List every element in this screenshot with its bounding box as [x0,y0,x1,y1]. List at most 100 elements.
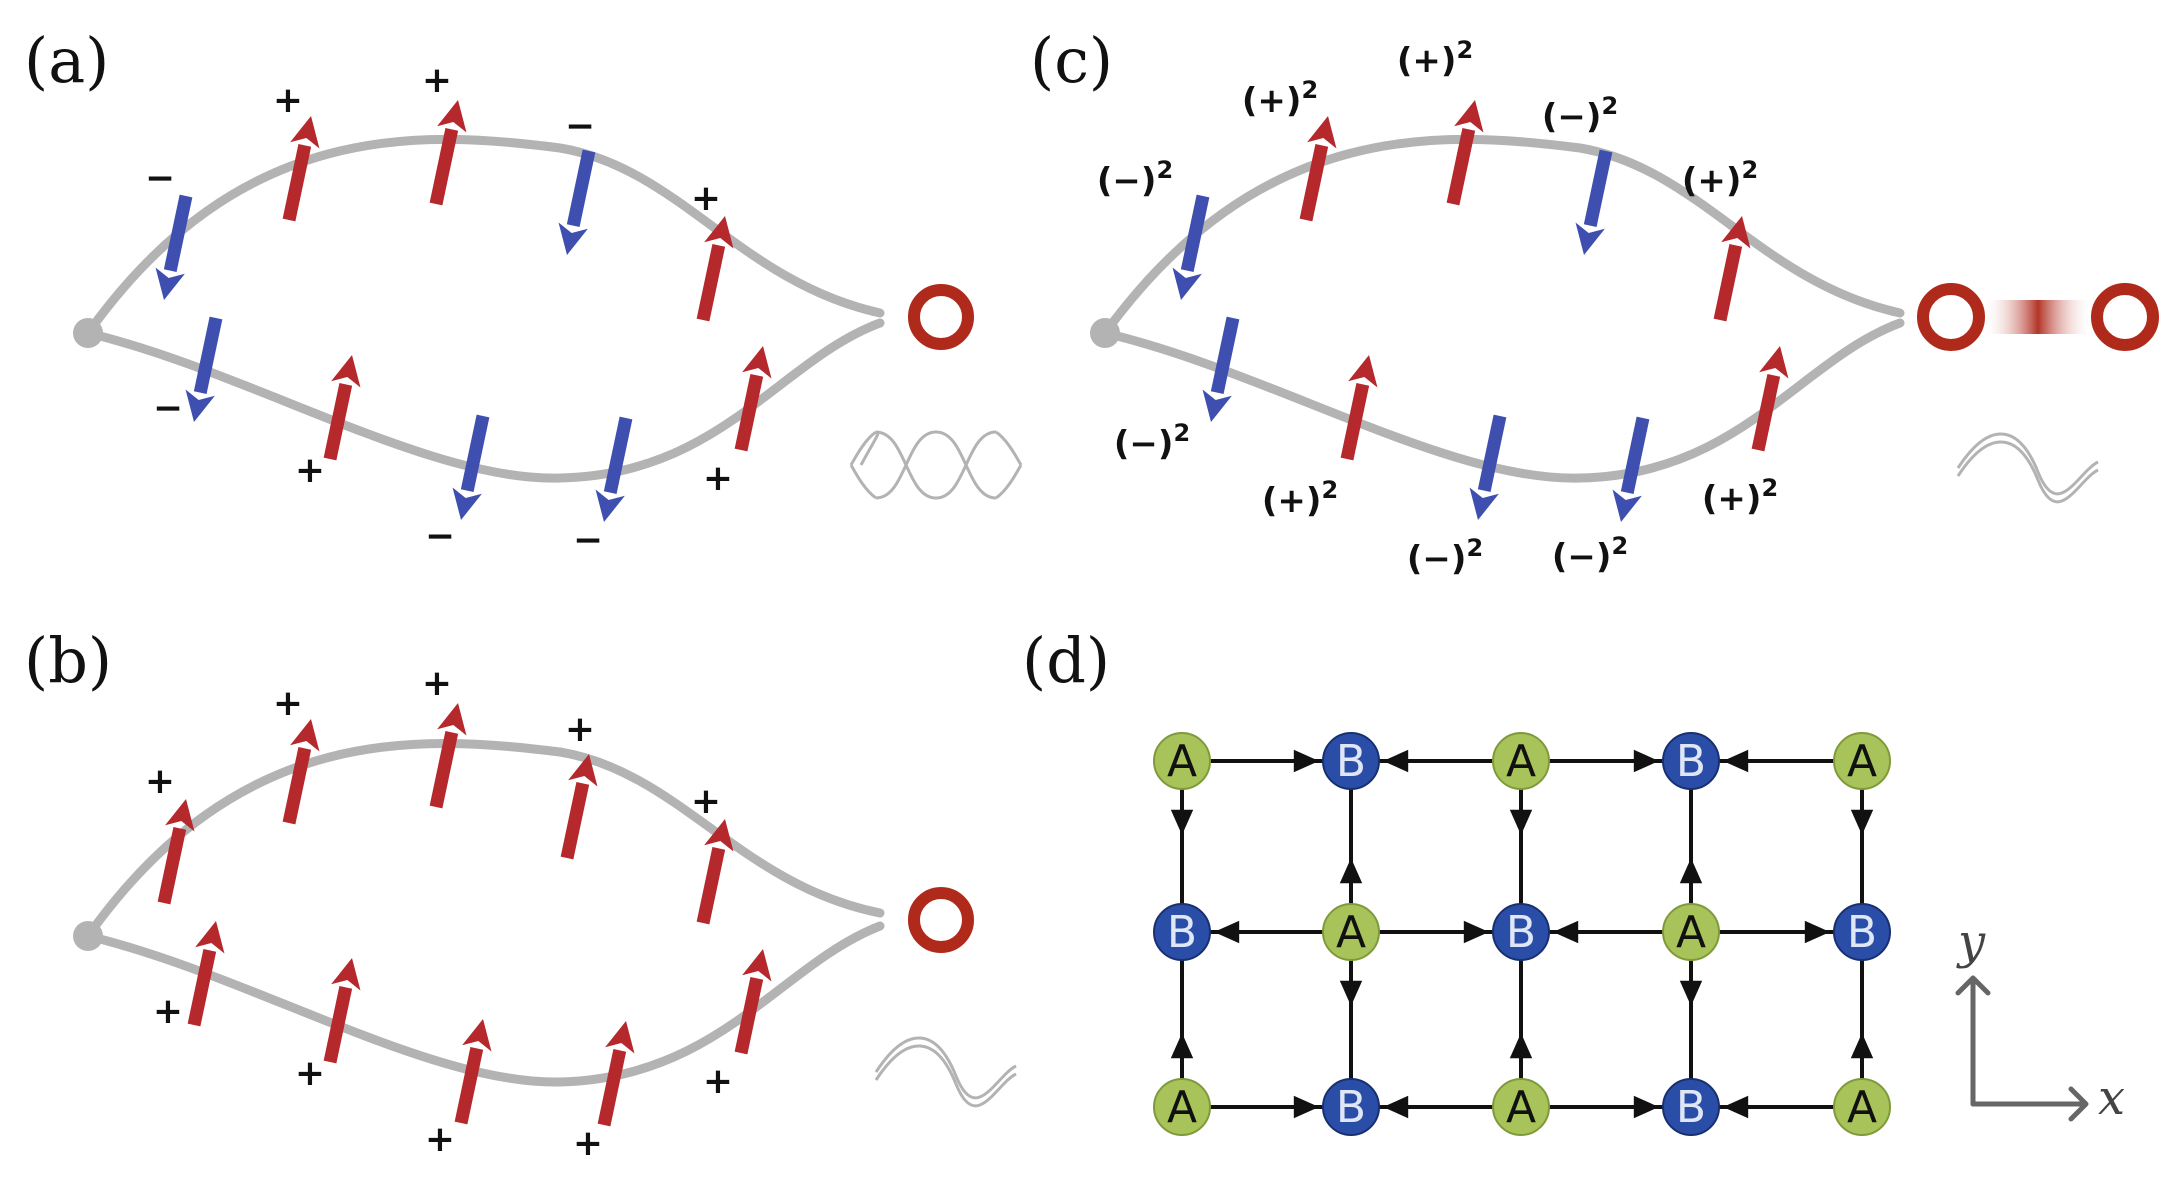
site-label: A [1167,1082,1197,1133]
lower-path [83,318,885,483]
spin-up-arrow [1340,355,1378,461]
spin-sign-label: + [425,1119,455,1160]
panel-c: (c) (−)2(+)2(+)2(−)2(+)2(−)2(+)2(−)2(−)2… [1030,24,2159,579]
bond-direction-arrow [1293,749,1319,773]
site-b [1322,732,1380,790]
site-label: B [1336,736,1366,787]
bond-direction-arrow [1679,858,1703,884]
bond-direction-arrow [1383,749,1409,773]
bond-direction-arrow [1509,809,1533,835]
y-axis-label: y [1956,914,1986,970]
axes-indicator [1955,975,2089,1122]
site-label: B [1336,1082,1366,1133]
spin-down-arrow [155,194,193,300]
site-label: B [1167,907,1197,958]
hole-marker [908,887,974,953]
bond-direction-arrow [1170,809,1194,835]
site-label: B [1676,736,1706,787]
spin-sign-label: (+)2 [1682,156,1758,201]
spin-up-arrow [734,949,772,1055]
lower-path [1100,318,1905,483]
bond-direction-arrow [1339,858,1363,884]
hole-bond [1983,300,2093,334]
y-axis-arrow [1955,975,1991,1107]
spin-sign-label: (+)2 [1702,474,1778,519]
spin-sign-label: + [691,178,721,219]
site-a [1833,1078,1891,1136]
spin-sign-label: (−)2 [1114,419,1190,464]
site-label: B [1676,1082,1706,1133]
spin-down-arrow [452,414,490,520]
site-label: A [1167,736,1197,787]
bond-direction-arrow [1509,1033,1533,1059]
spin-group: −++−+−+−−+ [145,60,772,561]
site-label: B [1506,907,1536,958]
spin-sign-label: (−)2 [1552,532,1628,577]
bond-direction-arrow [1293,1095,1319,1119]
spin-sign-label: − [145,158,175,199]
spin-sign-label: (+)2 [1242,76,1318,121]
spin-up-arrow [1751,346,1789,452]
spin-sign-label: + [422,663,452,704]
bond-direction-arrow [1214,920,1240,944]
bond-direction-arrow [1633,1095,1659,1119]
spin-sign-label: − [565,106,595,147]
spin-down-arrow [558,149,596,255]
spin-up-arrow [1713,216,1751,322]
spin-down-arrow [1575,149,1613,255]
spin-sign-label: + [273,683,303,724]
spin-up-arrow [1299,116,1337,222]
bond-direction-arrow [1553,920,1579,944]
panel-d-label: (d) [1022,624,1110,697]
site-a [1153,1078,1211,1136]
spin-sign-label: + [295,450,325,491]
bond-direction-arrow [1723,749,1749,773]
x-axis-label: x [2098,1070,2125,1126]
bond-direction-arrow [1679,980,1703,1006]
spin-up-arrow [560,754,598,860]
site-a [1492,732,1550,790]
spin-sign-label: − [153,388,183,429]
site-label: A [1847,1082,1877,1133]
spin-up-arrow [429,100,467,206]
spin-sign-label: (−)2 [1407,534,1483,579]
spin-sign-label: + [422,60,452,101]
hole-marker [1917,283,1985,351]
spin-sign-label: (+)2 [1397,36,1473,81]
site-label: A [1676,907,1706,958]
spin-up-arrow [597,1021,635,1127]
spin-up-arrow [696,216,734,322]
site-label: B [1847,907,1877,958]
spin-up-arrow [282,719,320,825]
site-a [1322,903,1380,961]
spin-up-arrow [157,799,195,905]
spin-down-arrow [1172,194,1210,300]
site-a [1833,732,1891,790]
site-b [1662,732,1720,790]
spin-up-arrow [323,958,361,1064]
bond-direction-arrow [1633,749,1659,773]
site-label: A [1506,1082,1536,1133]
upper-path [83,134,885,338]
bond-direction-arrow [1383,1095,1409,1119]
spin-sign-label: + [691,781,721,822]
spin-sign-label: + [145,761,175,802]
site-label: A [1506,736,1536,787]
site-b [1322,1078,1380,1136]
site-b [1833,903,1891,961]
bond-direction-arrow [1170,1033,1194,1059]
hole-marker [2091,283,2159,351]
spin-sign-label: (+)2 [1262,476,1338,521]
spin-sign-label: + [703,458,733,499]
spin-up-arrow [282,116,320,222]
spin-sign-label: + [573,1123,603,1164]
site-label: A [1847,736,1877,787]
in-phase-waves-icon [874,1036,1017,1108]
spin-sign-label: (−)2 [1542,92,1618,137]
site-a [1662,903,1720,961]
panel-a-label: (a) [24,24,109,97]
spin-group: (−)2(+)2(+)2(−)2(+)2(−)2(+)2(−)2(−)2(+)2 [1097,36,1789,579]
x-axis-arrow [1970,1086,2089,1122]
